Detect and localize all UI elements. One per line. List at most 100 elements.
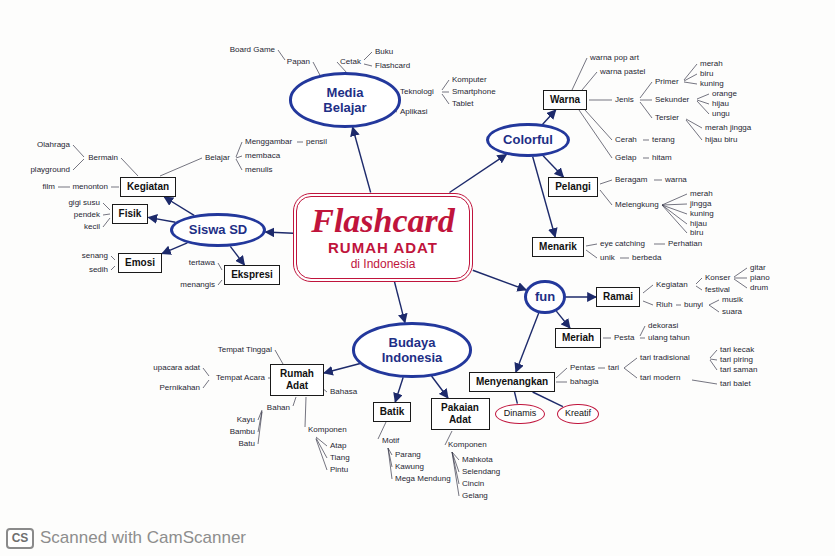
leaf-word: ulang tahun bbox=[648, 333, 690, 343]
leaf-word: Flashcard bbox=[375, 61, 410, 71]
branch-connector bbox=[516, 313, 539, 372]
leaf-word: dekorasi bbox=[648, 321, 678, 331]
leaf-word: Pintu bbox=[330, 465, 348, 475]
leaf-word: tari modern bbox=[640, 373, 680, 383]
circled-word: Kreatif bbox=[557, 404, 599, 425]
leaf-word: Kawung bbox=[395, 462, 424, 472]
leaf-word: Tersier bbox=[655, 113, 679, 123]
logo-box: CS bbox=[6, 528, 35, 549]
node-text: Meriah bbox=[562, 332, 594, 344]
leaf-word: Bambu bbox=[230, 427, 255, 437]
leaf-word: menangis bbox=[180, 280, 215, 290]
leaf-word: tari tradisional bbox=[640, 353, 690, 363]
leaf-word: Teknologi bbox=[400, 87, 434, 97]
category-box: Meriah bbox=[555, 328, 601, 348]
leaf-word: warna pastel bbox=[600, 67, 645, 77]
leaf-word: tari piring bbox=[720, 355, 753, 365]
category-box: Warna bbox=[543, 90, 587, 110]
node-text: Ekspresi bbox=[231, 269, 273, 281]
leaf-word: terang bbox=[652, 135, 675, 145]
node-text: Kreatif bbox=[565, 408, 591, 419]
leaf-word: hitam bbox=[652, 153, 672, 163]
leaf-word: kecil bbox=[84, 222, 100, 232]
node-text: Dinamis bbox=[504, 408, 537, 419]
leaf-word: tari kecak bbox=[720, 345, 754, 355]
branch-connector bbox=[432, 376, 448, 398]
leaf-word: unik bbox=[600, 253, 615, 263]
node-text: Media Belajar bbox=[310, 85, 380, 115]
node-text: Ramai bbox=[603, 291, 633, 303]
branch-connector bbox=[162, 243, 187, 254]
branch-ellipse: Siswa SD bbox=[170, 213, 266, 247]
leaf-word: Pesta bbox=[614, 333, 634, 343]
node-text: Emosi bbox=[125, 257, 155, 269]
leaf-word: Kegiatan bbox=[656, 280, 688, 290]
leaf-word: Bahan bbox=[267, 403, 290, 413]
leaf-word: Motif bbox=[382, 436, 399, 446]
leaf-word: Smartphone bbox=[452, 87, 496, 97]
branch-connector bbox=[148, 217, 175, 222]
node-text: Menyenangkan bbox=[476, 376, 548, 388]
leaf-word: film bbox=[43, 182, 55, 192]
leaf-word: merah jingga bbox=[705, 123, 751, 133]
leaf-word: Tablet bbox=[452, 99, 473, 109]
leaf-word: kuning bbox=[700, 79, 724, 89]
leaf-word: tari saman bbox=[720, 365, 757, 375]
leaf-word: biru bbox=[700, 69, 713, 79]
leaf-word: Gelap bbox=[615, 153, 636, 163]
leaf-word: Papan bbox=[287, 57, 310, 67]
leaf-word: upacara adat bbox=[153, 363, 200, 373]
leaf-word: hijau biru bbox=[705, 135, 737, 145]
node-text: Colorful bbox=[503, 132, 553, 147]
leaf-word: festival bbox=[705, 285, 730, 295]
branch-connector bbox=[514, 392, 517, 404]
node-text: Pakaian Adat bbox=[438, 402, 483, 426]
leaf-word: kuning bbox=[690, 209, 714, 219]
branch-connector bbox=[265, 232, 293, 233]
leaf-word: Gelang bbox=[462, 491, 488, 501]
category-box: Menarik bbox=[532, 237, 584, 257]
node-text: Flashcard bbox=[311, 203, 455, 239]
leaf-word: membaca bbox=[245, 151, 280, 161]
leaf-word: bahagia bbox=[570, 377, 598, 387]
branch-connector bbox=[353, 127, 371, 192]
category-box: Emosi bbox=[118, 253, 162, 273]
leaf-word: musik bbox=[722, 295, 743, 305]
leaf-word: tari balet bbox=[720, 379, 751, 389]
leaf-word: suara bbox=[722, 307, 742, 317]
leaf-word: Pentas bbox=[570, 363, 595, 373]
branch-ellipse: Media Belajar bbox=[289, 72, 401, 127]
branch-ellipse: Budaya Indonesia bbox=[352, 322, 471, 377]
leaf-word: Cetak bbox=[340, 57, 361, 67]
leaf-word: Tempat Tinggal bbox=[218, 345, 272, 355]
leaf-word: sedih bbox=[89, 265, 108, 275]
node-text: Fisik bbox=[119, 208, 142, 220]
category-box: Rumah Adat bbox=[270, 364, 324, 396]
leaf-word: Komponen bbox=[308, 425, 347, 435]
leaf-word: Komponen bbox=[448, 440, 487, 450]
leaf-word: bunyi bbox=[684, 300, 703, 310]
leaf-word: ungu bbox=[712, 109, 730, 119]
leaf-word: Komputer bbox=[452, 75, 487, 85]
leaf-word: merah bbox=[690, 189, 713, 199]
category-box: Ekspresi bbox=[224, 265, 280, 285]
leaf-word: Pernikahan bbox=[160, 383, 200, 393]
leaf-word: Melengkung bbox=[615, 200, 659, 210]
leaf-word: pensil bbox=[306, 137, 327, 147]
leaf-word: Cerah bbox=[615, 135, 637, 145]
leaf-word: Atap bbox=[330, 441, 346, 451]
leaf-word: Mahkota bbox=[462, 455, 493, 465]
branch-connector bbox=[566, 296, 596, 297]
branch-ellipse: Colorful bbox=[486, 123, 569, 157]
branch-connector bbox=[394, 282, 405, 323]
leader-line bbox=[58, 50, 747, 496]
node-text: RUMAH ADAT bbox=[328, 239, 438, 257]
node-text: Batik bbox=[380, 406, 404, 418]
branch-connector bbox=[533, 392, 563, 407]
branch-connector bbox=[164, 197, 194, 215]
branch-connector bbox=[543, 110, 556, 124]
leaf-word: Parang bbox=[395, 450, 421, 460]
leaf-word: Board Game bbox=[230, 45, 275, 55]
leaf-word: Bahasa bbox=[330, 387, 357, 397]
category-box: Kegiatan bbox=[120, 177, 176, 197]
